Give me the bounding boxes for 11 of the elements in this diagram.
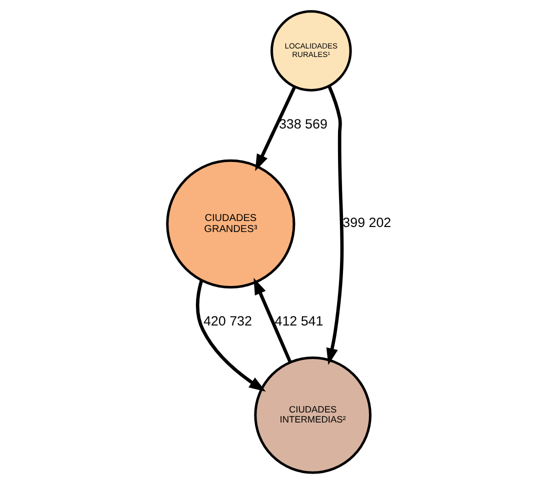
node-circle: CIUDADES GRANDES³ [166,159,295,289]
edge-label: 399 202 [342,215,391,230]
edge-label: 420 732 [202,314,252,329]
edge-label: 338 569 [278,116,327,132]
edge-label: 412 541 [274,314,323,329]
node-circle: CIUDADES INTERMEDIAS² [254,356,372,474]
arrow [254,86,296,172]
arrow [253,278,292,363]
arrow [326,86,344,366]
arrow [195,280,266,392]
node-circle: LOCALIDADES RURALES¹ [270,10,352,92]
